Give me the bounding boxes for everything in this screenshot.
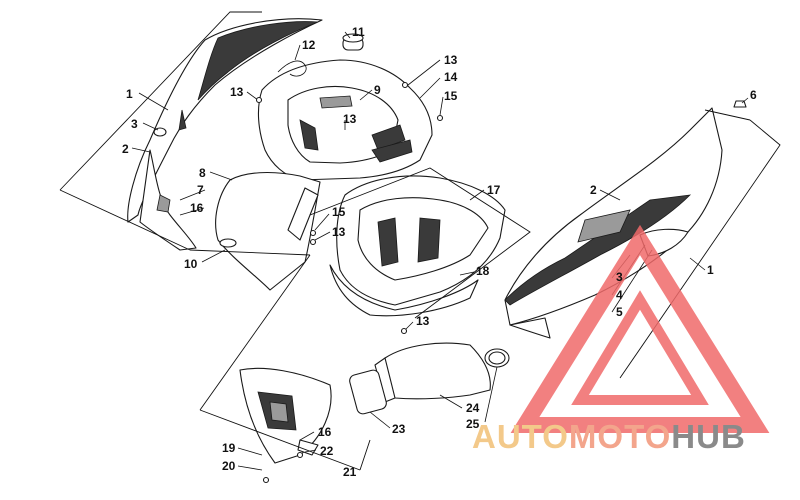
callout-7: 7 bbox=[197, 183, 204, 197]
watermark-moto: MOTO bbox=[569, 418, 671, 455]
callout-2: 2 bbox=[590, 183, 597, 197]
watermark: AUTOMOTOHUB bbox=[472, 224, 770, 455]
callout-17: 17 bbox=[487, 183, 501, 197]
callout-15: 15 bbox=[332, 205, 346, 219]
callout-8: 8 bbox=[199, 166, 206, 180]
callout-1: 1 bbox=[707, 263, 714, 277]
air-duct bbox=[349, 342, 510, 415]
right-side-panel bbox=[504, 100, 747, 339]
watermark-inner-triangle-icon bbox=[571, 290, 709, 405]
callout-24: 24 bbox=[466, 401, 480, 415]
watermark-triangle-icon bbox=[510, 224, 770, 433]
callout-14: 14 bbox=[444, 70, 458, 84]
callout-13: 13 bbox=[444, 53, 458, 67]
callout-13: 13 bbox=[343, 112, 357, 126]
watermark-hub: HUB bbox=[671, 418, 746, 455]
callout-21: 21 bbox=[343, 465, 357, 479]
callout-2: 2 bbox=[122, 142, 129, 156]
watermark-text: AUTOMOTOHUB bbox=[472, 418, 746, 455]
callout-11: 11 bbox=[352, 25, 365, 39]
callout-16: 16 bbox=[190, 201, 204, 215]
callout-16: 16 bbox=[318, 425, 332, 439]
callout-18: 18 bbox=[476, 264, 490, 278]
callout-13: 13 bbox=[230, 85, 244, 99]
lower-nose-panel bbox=[239, 367, 332, 464]
callout-22: 22 bbox=[320, 444, 334, 458]
callout-1: 1 bbox=[126, 87, 133, 101]
callout-4: 4 bbox=[616, 288, 623, 302]
callout-labels: 1 3 2 8 7 16 10 13 12 11 9 13 13 14 15 1… bbox=[122, 25, 757, 479]
callout-19: 19 bbox=[222, 441, 236, 455]
left-side-panel bbox=[127, 18, 323, 251]
callout-6: 6 bbox=[750, 88, 757, 102]
callout-10: 10 bbox=[184, 257, 198, 271]
callout-12: 12 bbox=[302, 38, 316, 52]
callout-23: 23 bbox=[392, 422, 406, 436]
fasteners bbox=[255, 81, 444, 484]
callout-25: 25 bbox=[466, 417, 480, 431]
callout-3: 3 bbox=[616, 270, 623, 284]
callout-5: 5 bbox=[616, 305, 623, 319]
callout-13: 13 bbox=[332, 225, 346, 239]
callout-13: 13 bbox=[416, 314, 430, 328]
group-boxes bbox=[59, 11, 781, 471]
callout-15: 15 bbox=[444, 89, 458, 103]
callout-9: 9 bbox=[374, 83, 381, 97]
callout-3: 3 bbox=[131, 117, 138, 131]
air-box bbox=[329, 175, 506, 317]
callout-20: 20 bbox=[222, 459, 236, 473]
watermark-auto: AUTO bbox=[472, 418, 569, 455]
